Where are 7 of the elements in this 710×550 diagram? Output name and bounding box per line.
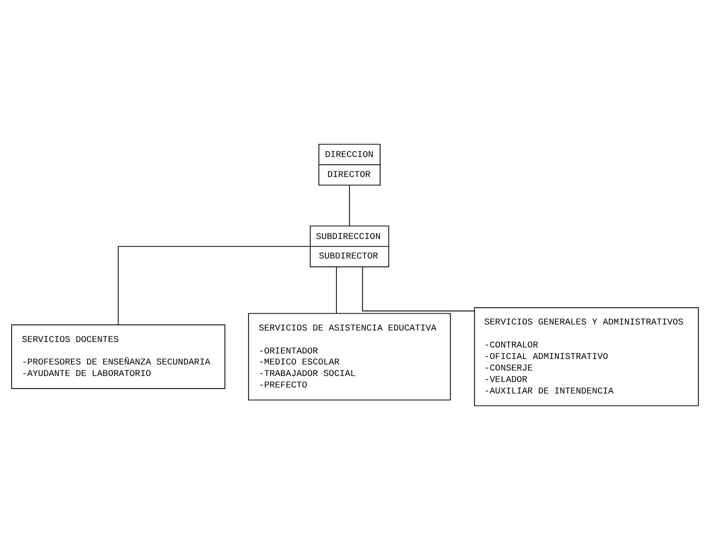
connector — [349, 184, 350, 226]
connector — [336, 266, 337, 314]
connector — [118, 246, 311, 326]
node-box: SERVICIOS DE ASISTENCIA EDUCATIVA -ORIENTADOR -MEDICO ESCOLAR -TRABAJADOR SOCIAL -PREFECTO — [248, 313, 451, 400]
node-box: SERVICIOS GENERALES Y ADMINISTRATIVOS -CONTRALOR -OFICIAL ADMINISTRATIVO -CONSERJE -VELADOR -AUXILIAR DE INTENDENCIA — [474, 307, 699, 406]
connector — [362, 266, 475, 312]
node-box: SERVICIOS DOCENTES -PROFESORES DE ENSEÑANZA SECUNDARIA -AYUDANTE DE LABORATORIO — [11, 324, 226, 389]
